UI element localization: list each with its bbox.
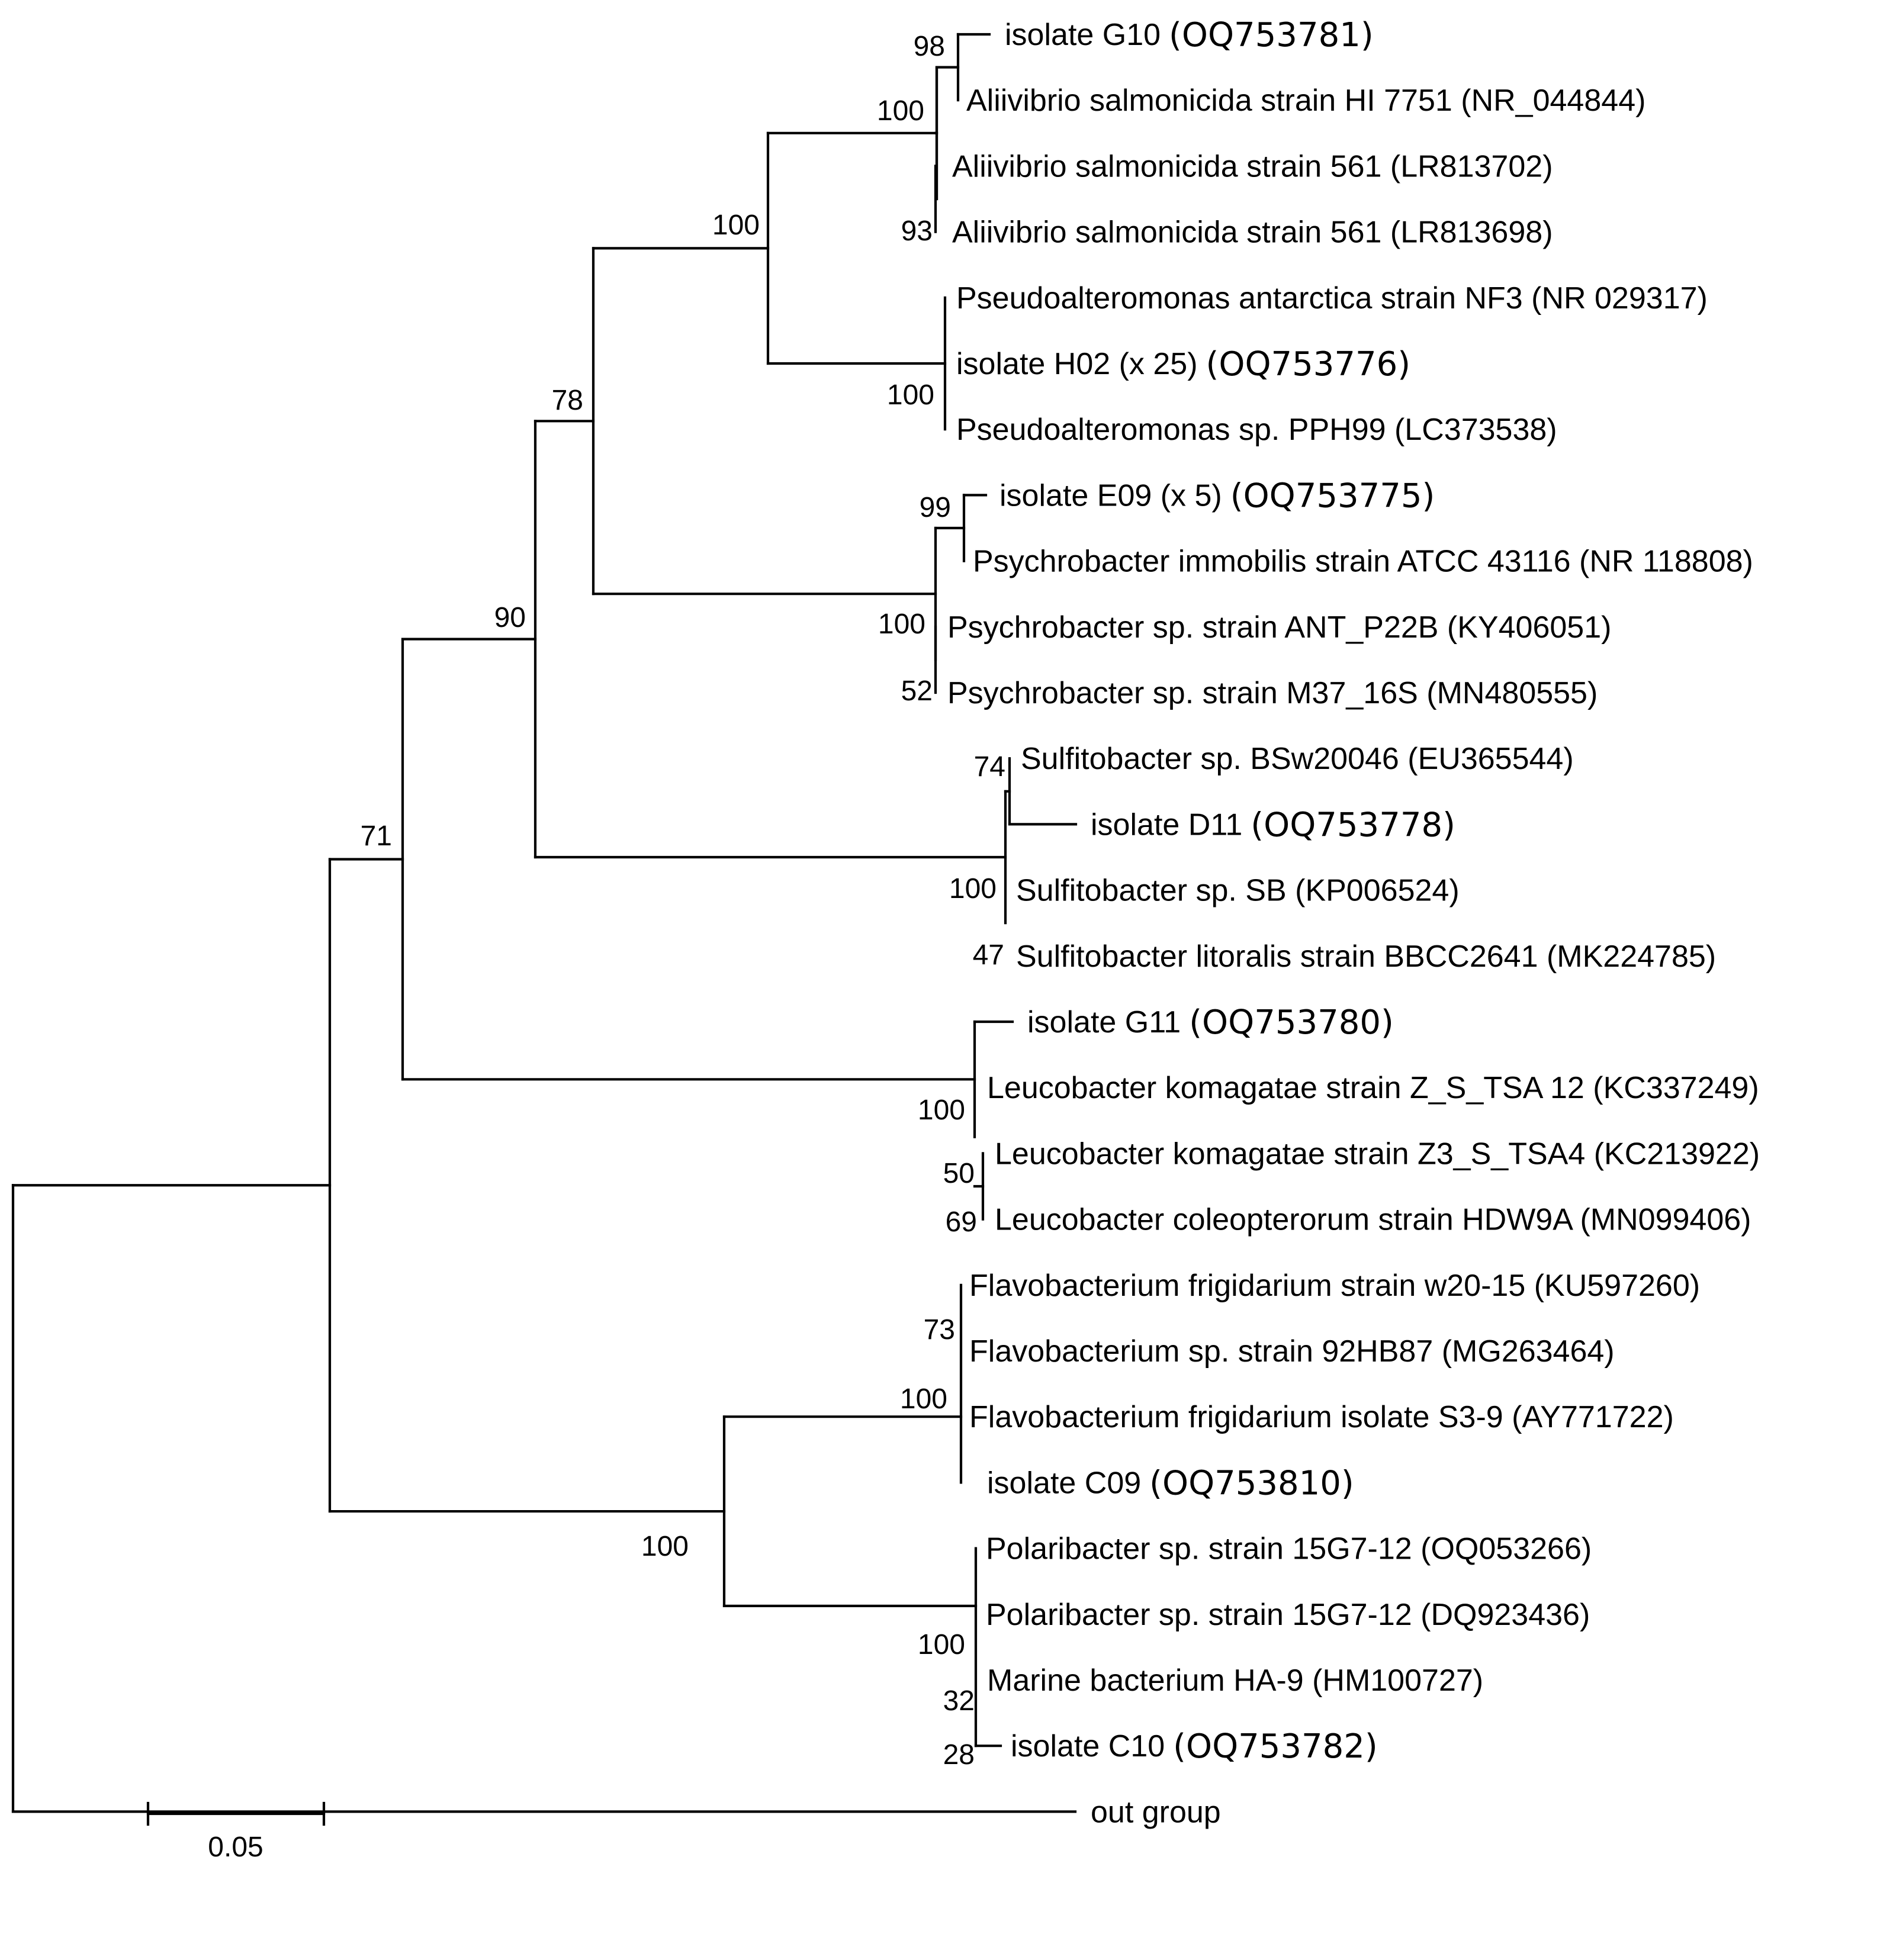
taxon-label: isolate H02 (x 25) [956,347,1198,381]
taxon-label: Leucobacter komagatae strain Z3_S_TSA4 (… [995,1137,1760,1171]
tree-branches [11,33,1078,1813]
bootstrap-value: 100 [641,1531,689,1562]
taxon-label: isolate G11 [1027,1005,1181,1039]
taxon-label: Leucobacter coleopterorum strain HDW9A (… [995,1203,1751,1237]
bootstrap-value: 100 [918,1629,965,1660]
bootstrap-value: 28 [943,1739,975,1771]
bootstrap-value: 78 [552,385,583,416]
bootstrap-value: 100 [712,210,760,241]
scale-bar: 0.05 [146,1801,326,1863]
bootstrap-value: 52 [901,675,933,707]
taxon-label: Psychrobacter immobilis strain ATCC 4311… [973,545,1753,579]
bootstrap-value: 74 [974,751,1005,783]
accession-label: (OQ753778) [1251,806,1455,844]
taxon-label: Psychrobacter sp. strain M37_16S (MN4805… [947,676,1598,710]
bootstrap-value: 98 [914,31,945,62]
bootstrap-values: 98 100 93 100 100 78 99 100 52 90 74 100 47 71 100 50 69… [361,31,1005,1771]
taxon-label: isolate E09 (x 5) [999,478,1222,513]
taxon-label: Polaribacter sp. strain 15G7-12 (OQ05326… [986,1532,1592,1566]
bootstrap-value: 50 [943,1158,975,1189]
taxon-label: Sulfitobacter litoralis strain BBCC2641 … [1016,939,1716,974]
taxon-label: Sulfitobacter sp. SB (KP006524) [1016,874,1460,908]
taxon-label: Pseudoalteromonas antarctica strain NF3 … [956,281,1708,316]
taxon-label: isolate G10 [1005,18,1161,52]
bootstrap-value: 90 [494,602,526,633]
accession-label: (OQ753780) [1189,1003,1394,1042]
taxon-label: isolate C09 [987,1466,1141,1500]
taxon-label: Flavobacterium frigidarium strain w20-15… [969,1269,1700,1303]
bootstrap-value: 32 [943,1685,975,1717]
taxon-label: Psychrobacter sp. strain ANT_P22B (KY406… [947,610,1611,645]
bootstrap-value: 73 [924,1314,955,1346]
accession-label: (OQ753776) [1206,345,1411,384]
taxon-labels: isolate G10(OQ753781) Aliivibrio salmonic… [947,16,1760,1829]
accession-label: (OQ753775) [1230,477,1435,515]
taxon-label: Polaribacter sp. strain 15G7-12 (DQ92343… [986,1598,1590,1632]
bootstrap-value: 100 [878,609,925,640]
taxon-label: Aliivibrio salmonicida strain 561 (LR813… [952,149,1553,184]
bootstrap-value: 100 [887,379,934,411]
taxon-label: Flavobacterium sp. strain 92HB87 (MG2634… [969,1334,1615,1369]
bootstrap-value: 100 [877,95,924,127]
taxon-label: Aliivibrio salmonicida strain HI 7751 (N… [966,83,1645,118]
bootstrap-value: 69 [946,1206,977,1238]
taxon-label: Pseudoalteromonas sp. PPH99 (LC373538) [956,413,1557,447]
accession-label: (OQ753810) [1149,1464,1354,1502]
bootstrap-value: 71 [361,820,392,852]
taxon-label: Sulfitobacter sp. BSw20046 (EU365544) [1021,742,1574,776]
taxon-label: isolate C10 [1011,1729,1165,1763]
bootstrap-value: 100 [900,1383,947,1415]
bootstrap-value: 100 [949,873,997,905]
bootstrap-value: 47 [973,939,1004,971]
taxon-label: Marine bacterium HA-9 (HM100727) [987,1663,1483,1698]
accession-label: (OQ753781) [1169,16,1374,54]
taxon-label: Aliivibrio salmonicida strain 561 (LR813… [952,215,1553,250]
taxon-label: Leucobacter komagatae strain Z_S_TSA 12 … [987,1071,1759,1105]
taxon-label: isolate D11 [1091,807,1242,842]
bootstrap-value: 100 [918,1095,965,1126]
bootstrap-value: 99 [920,492,951,523]
accession-label: (OQ753782) [1173,1727,1378,1766]
taxon-label: Flavobacterium frigidarium isolate S3-9 … [969,1400,1674,1434]
taxon-label: out group [1091,1795,1221,1829]
bootstrap-value: 93 [901,215,933,247]
scale-bar-label: 0.05 [208,1832,263,1863]
